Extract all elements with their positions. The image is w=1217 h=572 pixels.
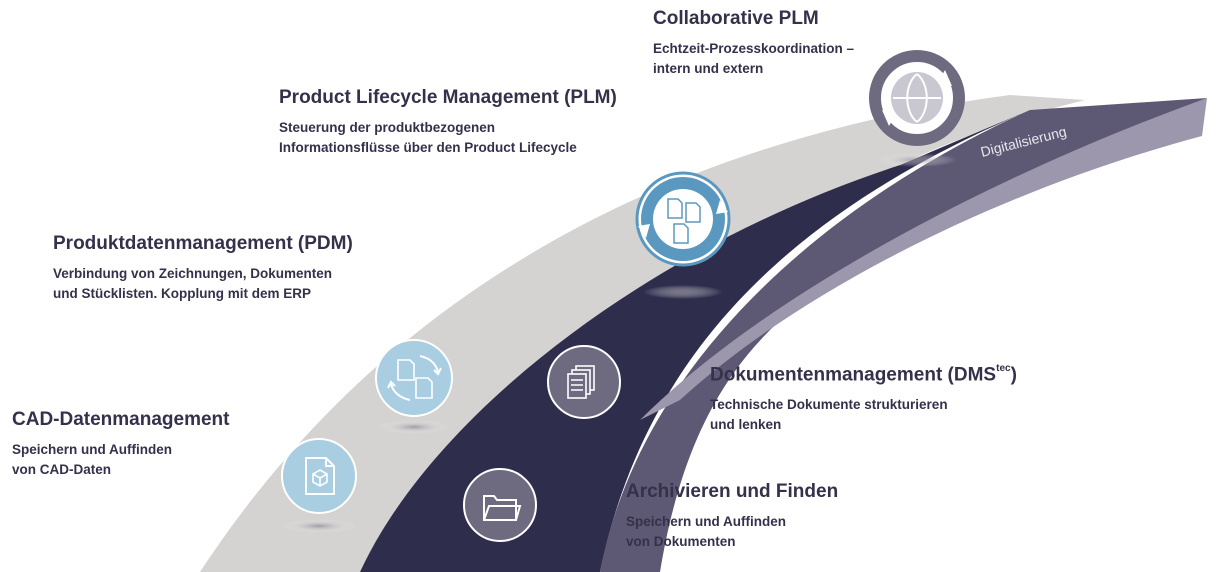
dms-step: Dokumentenmanagement (DMStec) Technische… bbox=[710, 359, 1017, 435]
cad-cube-document-icon bbox=[281, 438, 357, 514]
step-title: Product Lifecycle Management (PLM) bbox=[279, 87, 617, 108]
step-description-line: intern und extern bbox=[653, 61, 764, 76]
step-title: Archivieren und Finden bbox=[626, 481, 839, 502]
step-title: Collaborative PLM bbox=[653, 8, 819, 29]
pdm-step: Produktdatenmanagement (PDM) Verbindung … bbox=[53, 232, 353, 304]
step-description-line: Technische Dokumente strukturieren bbox=[710, 397, 948, 413]
step-description-line: und lenken bbox=[710, 417, 782, 433]
step-description: Verbindung von Zeichnungen, Dokumenten u… bbox=[53, 264, 353, 304]
step-title-end: ) bbox=[1010, 364, 1017, 386]
step-description-line: und Stücklisten. Kopplung mit dem ERP bbox=[53, 286, 312, 301]
step-title: CAD-Datenmanagement bbox=[12, 409, 230, 430]
step-description: Echtzeit-Prozesskoordination – intern un… bbox=[653, 39, 854, 79]
icon-shadow bbox=[281, 519, 357, 533]
step-description-line: von CAD-Daten bbox=[12, 462, 112, 477]
step-description: Technische Dokumente strukturieren und l… bbox=[710, 395, 1017, 435]
icon-shadow bbox=[877, 153, 957, 167]
folder-icon bbox=[463, 468, 537, 542]
light-side-band bbox=[640, 98, 1207, 420]
step-description-line: von Dokumenten bbox=[626, 534, 736, 549]
mid-band bbox=[600, 98, 1207, 572]
plm-step: Product Lifecycle Management (PLM) Steue… bbox=[279, 86, 617, 158]
dark-band bbox=[360, 110, 1030, 572]
document-stack-icon bbox=[547, 345, 621, 419]
step-description-line: Echtzeit-Prozesskoordination – bbox=[653, 41, 855, 56]
step-description-line: Speichern und Auffinden bbox=[626, 514, 786, 529]
step-description: Speichern und Auffinden von Dokumenten bbox=[626, 512, 838, 552]
step-description-line: Informationsflüsse über den Product Life… bbox=[279, 140, 577, 155]
archive-step: Archivieren und Finden Speichern und Auf… bbox=[626, 480, 838, 552]
step-description-line: Verbindung von Zeichnungen, Dokumenten bbox=[53, 266, 333, 281]
step-title-main: Dokumentenmanagement (DMS bbox=[710, 364, 997, 386]
document-cycle-icon bbox=[375, 339, 453, 417]
lifecycle-cycle-icon bbox=[635, 171, 731, 267]
step-title: Produktdatenmanagement (PDM) bbox=[53, 233, 353, 254]
collaboration-globe-icon bbox=[869, 50, 965, 146]
icon-shadow bbox=[378, 420, 450, 434]
step-description: Speichern und Auffinden von CAD-Daten bbox=[12, 440, 229, 480]
step-description-line: Speichern und Auffinden bbox=[12, 442, 172, 457]
icon-shadow bbox=[643, 285, 723, 299]
cad-step: CAD-Datenmanagement Speichern und Auffin… bbox=[12, 408, 229, 480]
step-title-superscript: tec bbox=[996, 363, 1011, 374]
step-title: Dokumentenmanagement (DMStec) bbox=[710, 359, 1017, 387]
step-description-line: Steuerung der produktbezogenen bbox=[279, 120, 496, 135]
collaborative-plm-step: Collaborative PLM Echtzeit-Prozesskoordi… bbox=[653, 7, 854, 79]
step-description: Steuerung der produktbezogenen Informati… bbox=[279, 118, 617, 158]
